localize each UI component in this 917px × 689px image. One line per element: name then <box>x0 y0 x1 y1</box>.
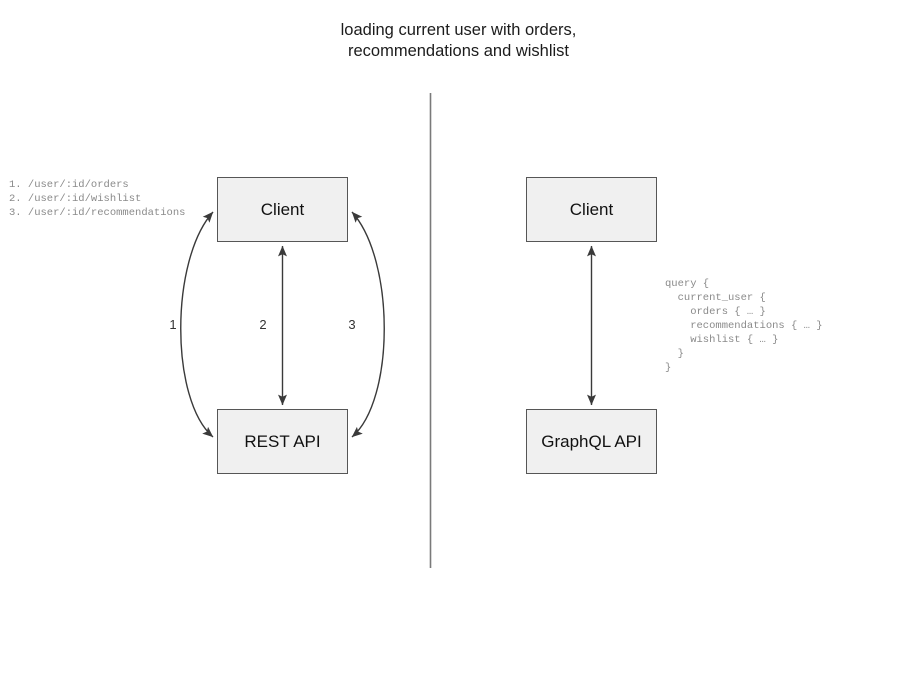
edge-label-1: 1 <box>169 317 177 332</box>
edge-label-3: 3 <box>348 317 356 332</box>
graphql-query-snippet: query { current_user { orders { … } reco… <box>665 278 823 374</box>
rest-endpoints-list: 1. /user/:id/orders 2. /user/:id/wishlis… <box>9 179 186 219</box>
edge-3-curved-right <box>351 211 385 438</box>
node-client-graphql[interactable]: Client <box>526 177 657 242</box>
node-graphql-api[interactable]: GraphQL API <box>526 409 657 474</box>
edge-label-2: 2 <box>259 317 267 332</box>
diagram-title: loading current user with orders, recomm… <box>340 21 577 60</box>
node-rest-api[interactable]: REST API <box>217 409 348 474</box>
node-client-rest[interactable]: Client <box>217 177 348 242</box>
edge-1-curved-left <box>180 211 214 438</box>
